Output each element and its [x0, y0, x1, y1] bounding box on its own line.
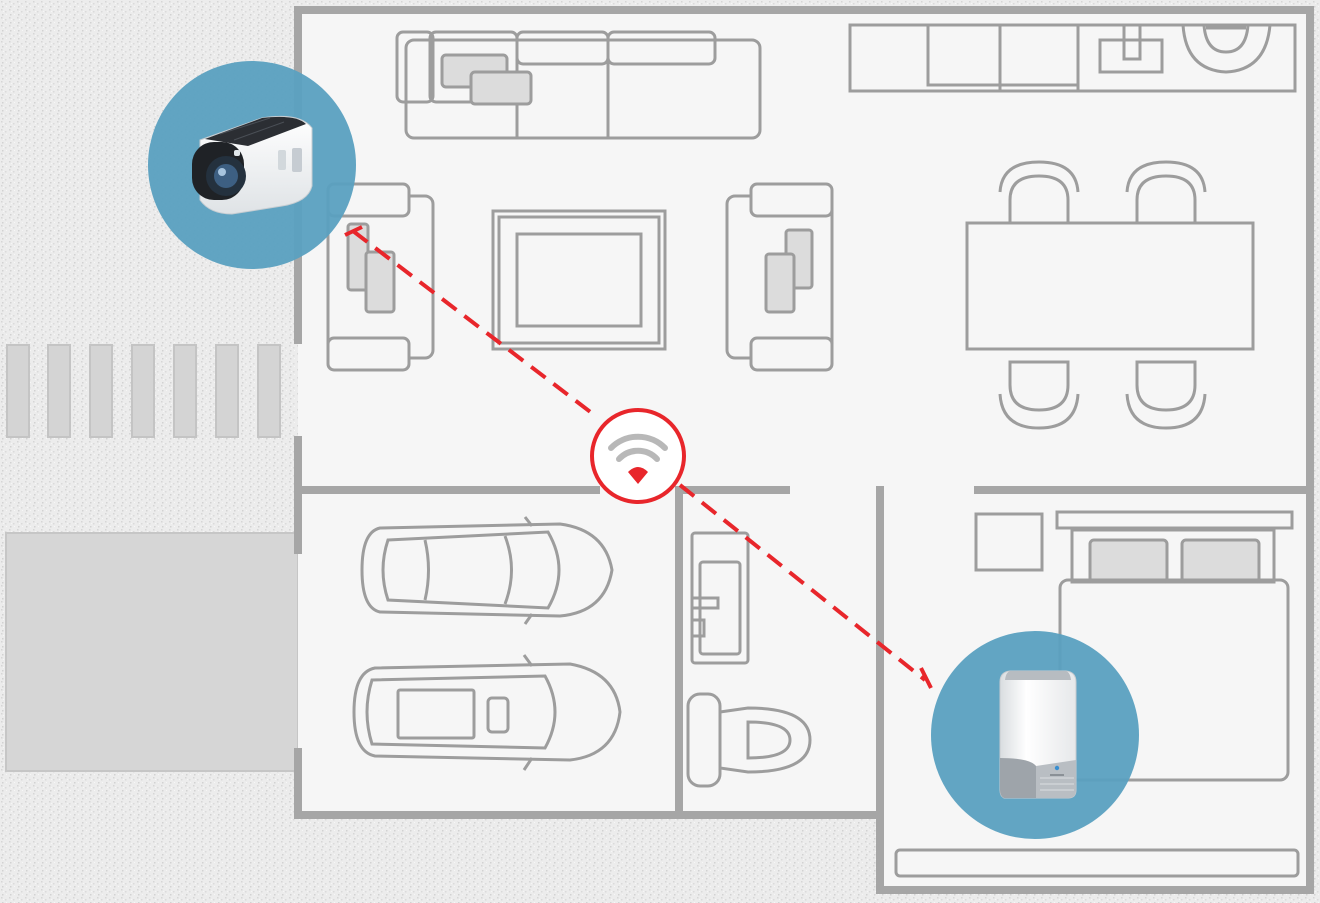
- driveway: [5, 532, 299, 772]
- walls: [294, 6, 1314, 894]
- toilet: [686, 692, 812, 788]
- crosswalk: [6, 344, 281, 438]
- nightstand: [974, 512, 1044, 572]
- outdoor-camera: [148, 61, 356, 269]
- car-top: [360, 516, 614, 625]
- kitchen-counter: [848, 23, 1297, 93]
- homebase-station: [931, 631, 1139, 839]
- security-camera-icon: [192, 115, 313, 215]
- dining-table: [965, 160, 1255, 430]
- car-bottom: [352, 654, 622, 771]
- bath-sink: [690, 531, 750, 665]
- armchair-right: [725, 182, 834, 372]
- armchair-left: [326, 182, 435, 372]
- dresser: [894, 848, 1300, 878]
- coffee-table: [491, 209, 667, 351]
- wifi-icon: [590, 408, 686, 504]
- homebase-hub-icon: [999, 670, 1077, 799]
- sofa: [395, 30, 762, 140]
- signal-link: [344, 225, 933, 689]
